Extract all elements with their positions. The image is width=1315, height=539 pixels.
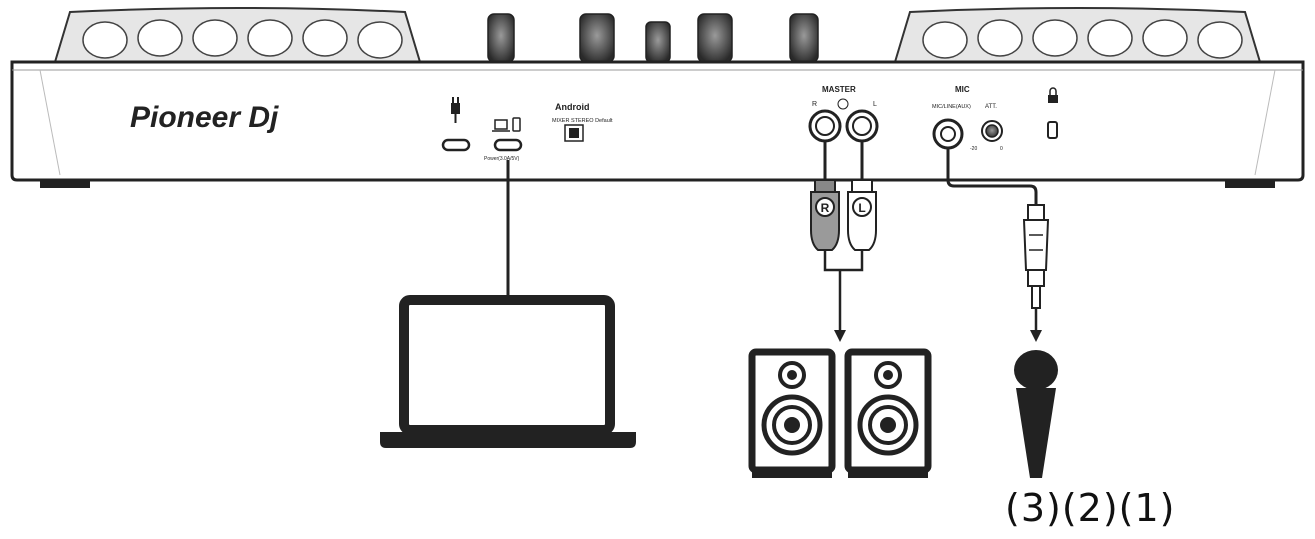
power-port: [441, 97, 471, 152]
master-label: MASTER: [822, 85, 856, 94]
top-knobs: [487, 13, 819, 63]
step-numbers-label: (3)(2)(1): [1005, 486, 1176, 530]
power-plug-icon: [451, 97, 460, 123]
speaker-icon: [748, 348, 836, 478]
mic-label: MIC: [955, 85, 970, 94]
svg-text:Power(3.0A/5V): Power(3.0A/5V): [484, 156, 520, 162]
mic-input: MIC MIC/LINE(AUX) ATT. -20 0: [932, 85, 1003, 152]
usb-c-port: Power(3.0A/5V): [484, 117, 523, 162]
att-min-label: -20: [970, 146, 977, 152]
master-l-label: L: [873, 101, 877, 108]
rca-plug-r-label: R: [821, 201, 830, 215]
mode-switch-labels: MIXER STEREO Default: [552, 118, 613, 124]
microphone-icon: [1014, 350, 1058, 478]
laptop-icon: [492, 119, 510, 132]
phone-icon: [512, 117, 521, 132]
speaker-icon: [844, 348, 932, 478]
master-r-label: R: [812, 101, 817, 108]
rca-cables: R L: [810, 140, 877, 342]
lock-icon: [1048, 87, 1058, 103]
att-max-label: 0: [1000, 146, 1003, 152]
controller-rear-panel: [10, 60, 1305, 188]
laptop-icon: [380, 295, 636, 448]
right-jog-wheel: [893, 7, 1262, 63]
mic-cable: [946, 148, 1050, 342]
master-output: MASTER R L: [808, 85, 879, 143]
android-label: Android: [555, 102, 590, 112]
rca-plug-l-label: L: [858, 201, 865, 215]
brand-logo: Pioneer Dj: [130, 101, 279, 134]
mic-jack-label: MIC/LINE(AUX): [932, 104, 971, 110]
att-label: ATT.: [985, 104, 997, 110]
android-mode-switch: Android MIXER STEREO Default: [552, 102, 613, 142]
security-slot: [1047, 87, 1058, 139]
left-jog-wheel: [53, 7, 422, 63]
